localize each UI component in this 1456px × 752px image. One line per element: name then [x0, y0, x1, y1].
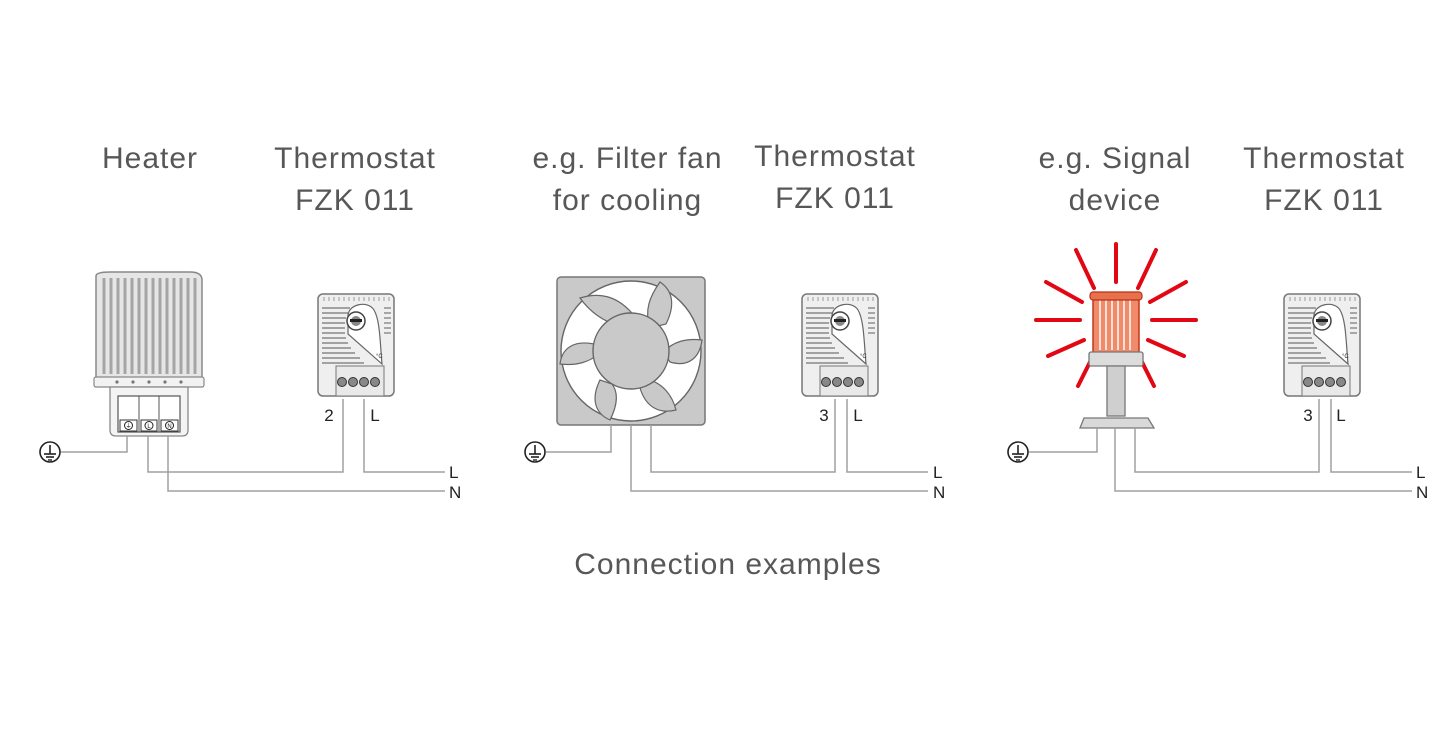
thermostat-line-label-3: L — [1336, 406, 1345, 425]
earth-icon — [524, 441, 546, 463]
thermostat-3-label: Thermostat FZK 011 — [1243, 142, 1405, 217]
thermostat-1 — [317, 293, 395, 397]
wire-l-label-2: L — [933, 463, 942, 482]
terminal-number-3: 3 — [1303, 406, 1312, 425]
signal-device-label: e.g. Signal device — [1038, 142, 1192, 217]
filter-fan-label: e.g. Filter fan for cooling — [532, 142, 723, 217]
heater-terminal-l: L — [147, 424, 151, 430]
terminal-number-2: 3 — [819, 406, 828, 425]
thermostat-2 — [801, 293, 879, 397]
terminal-number-1: 2 — [324, 406, 333, 425]
earth-icon — [1007, 441, 1029, 463]
thermostat-line-label-2: L — [853, 406, 862, 425]
signal-light-rays — [1034, 242, 1198, 388]
heater-terminal-n: N — [167, 424, 171, 430]
wires-example-3 — [1029, 399, 1412, 492]
earth-icon — [39, 441, 61, 463]
diagram-caption: Connection examples — [574, 548, 882, 581]
wire-n-label-1: N — [449, 483, 461, 502]
heater-device: ⏚ L N — [93, 271, 205, 437]
wire-l-label-1: L — [449, 463, 458, 482]
wire-l-label-3: L — [1416, 463, 1425, 482]
thermostat-1-label: Thermostat FZK 011 — [274, 142, 436, 217]
wire-n-label-2: N — [933, 483, 945, 502]
thermostat-3 — [1283, 293, 1361, 397]
thermostat-line-label-1: L — [370, 406, 379, 425]
wires-example-2 — [546, 399, 928, 492]
filter-fan-device — [556, 276, 706, 426]
wire-n-label-3: N — [1416, 483, 1428, 502]
thermostat-2-label: Thermostat FZK 011 — [754, 140, 916, 215]
signal-device — [1034, 242, 1198, 429]
wires-example-1 — [61, 399, 445, 492]
heater-label: Heater — [101, 142, 199, 175]
heater-terminal-earth: ⏚ — [125, 423, 131, 430]
